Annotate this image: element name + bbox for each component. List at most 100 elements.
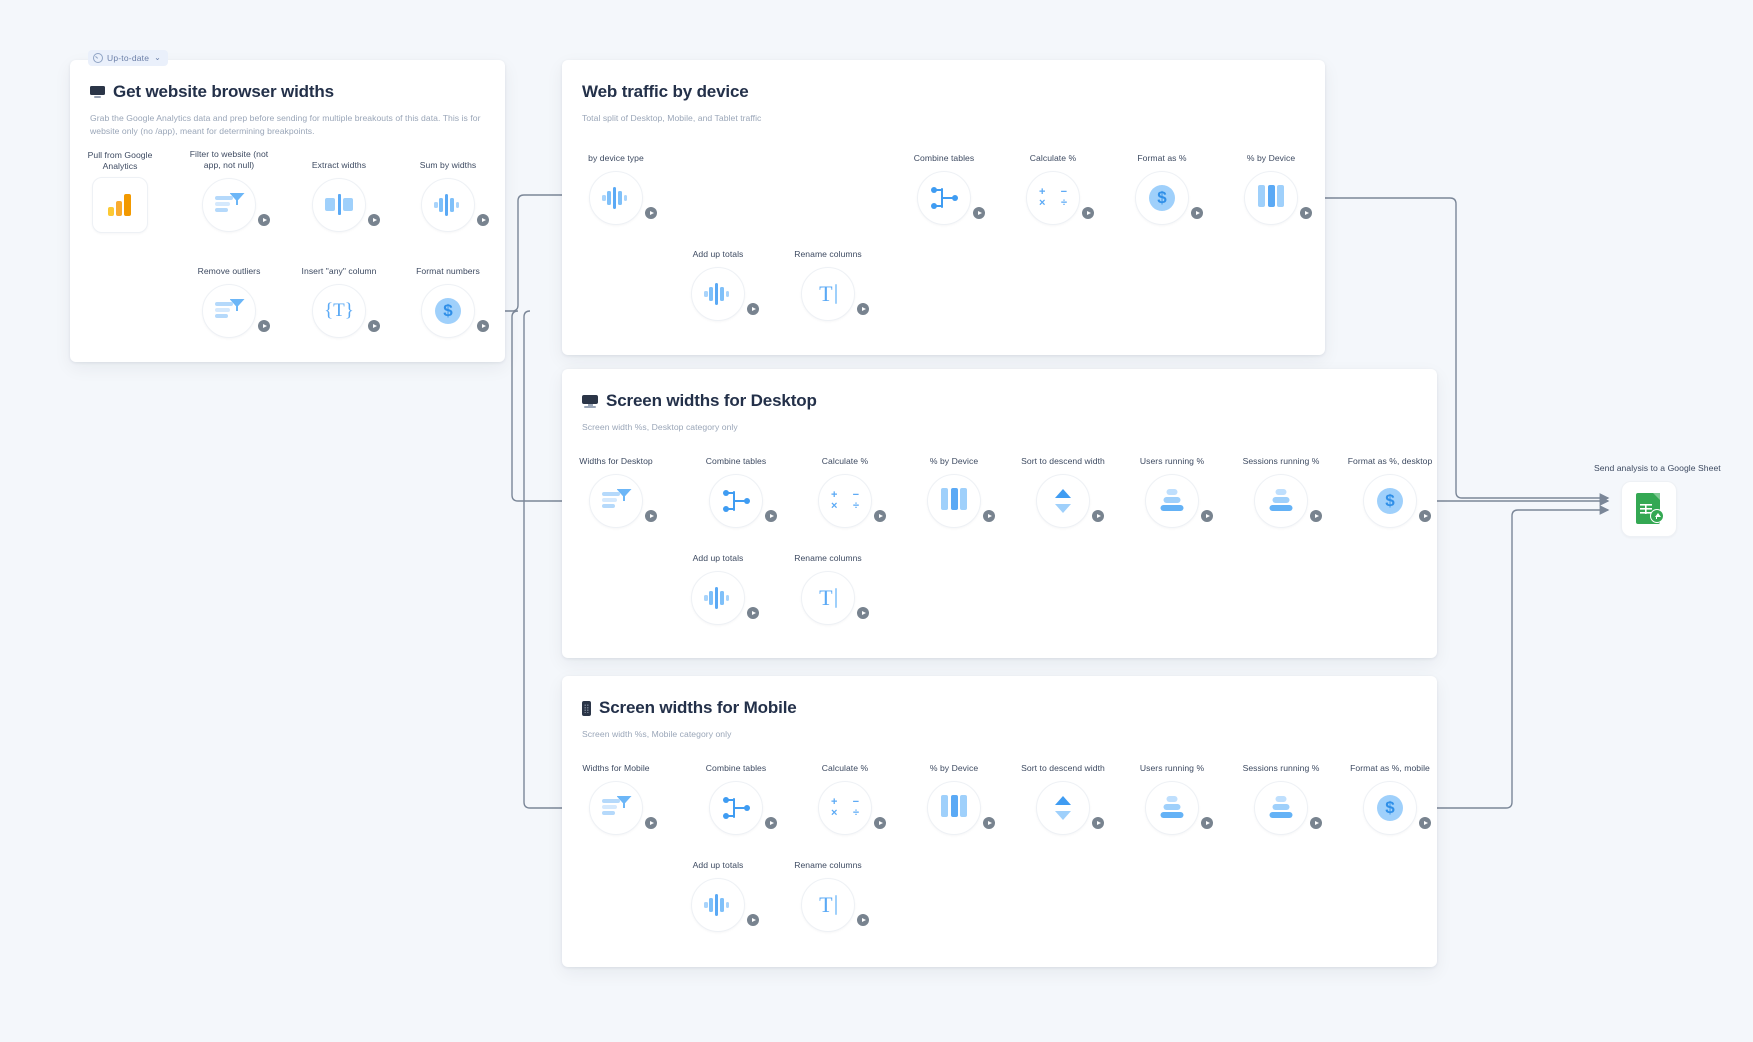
card-subtitle: Grab the Google Analytics data and prep … — [90, 113, 481, 137]
sort-descend-icon — [1052, 488, 1074, 514]
run-node-button[interactable] — [973, 207, 985, 219]
node-format-numbers[interactable]: Format numbers $ — [416, 266, 489, 338]
card-title-text: Screen widths for Desktop — [606, 391, 817, 410]
card-title-text: Web traffic by device — [582, 82, 749, 101]
bars-3-icon — [1256, 183, 1286, 213]
run-node-button[interactable] — [747, 607, 759, 619]
run-node-button[interactable] — [1092, 817, 1104, 829]
node-combine-tables[interactable]: Combine tables — [706, 456, 777, 528]
filter-icon — [601, 793, 631, 823]
run-node-button[interactable] — [645, 510, 657, 522]
node-send-analysis-to-google-sheet[interactable]: Send analysis to a Google Sheet — [1594, 463, 1721, 537]
node-calculate-percent[interactable]: Calculate % +−×÷ — [818, 456, 886, 528]
run-node-button[interactable] — [1092, 510, 1104, 522]
node-add-up-totals[interactable]: Add up totals — [691, 860, 759, 932]
run-node-button[interactable] — [857, 607, 869, 619]
run-node-button[interactable] — [765, 510, 777, 522]
node-extract-widths[interactable]: Extract widths — [312, 160, 380, 232]
node-filter-to-website[interactable]: Filter to website (not app, not null) — [190, 149, 270, 232]
run-node-button[interactable] — [1419, 510, 1431, 522]
run-node-button[interactable] — [1082, 207, 1094, 219]
node-percent-by-device[interactable]: % by Device — [1244, 153, 1312, 225]
run-node-button[interactable] — [368, 320, 380, 332]
node-label: Sort to descend width — [1021, 456, 1105, 467]
status-badge[interactable]: Up-to-date ⌄ — [88, 50, 169, 66]
run-node-button[interactable] — [857, 914, 869, 926]
stack-icon — [1157, 486, 1187, 516]
node-label: Format numbers — [416, 266, 480, 277]
card-subtitle: Total split of Desktop, Mobile, and Tabl… — [582, 113, 762, 123]
node-label: Rename columns — [794, 860, 862, 871]
card-title-text: Screen widths for Mobile — [599, 698, 797, 717]
run-node-button[interactable] — [368, 214, 380, 226]
node-format-as-percent-mobile[interactable]: Format as %, mobile $ — [1350, 763, 1431, 835]
node-combine-tables[interactable]: Combine tables — [914, 153, 985, 225]
node-by-device-type[interactable]: by device type — [588, 153, 657, 225]
monitor-icon — [90, 85, 105, 99]
node-sum-by-widths[interactable]: Sum by widths — [420, 160, 489, 232]
run-node-button[interactable] — [645, 817, 657, 829]
node-widths-for-desktop[interactable]: Widths for Desktop — [579, 456, 657, 528]
run-node-button[interactable] — [765, 817, 777, 829]
node-format-as-percent-desktop[interactable]: Format as %, desktop $ — [1348, 456, 1432, 528]
run-node-button[interactable] — [1191, 207, 1203, 219]
run-node-button[interactable] — [1419, 817, 1431, 829]
brace-t-icon: {T} — [324, 300, 354, 321]
dollar-coin-icon: $ — [1149, 185, 1175, 211]
run-node-button[interactable] — [1201, 510, 1213, 522]
node-sessions-running-percent[interactable]: Sessions running % — [1243, 456, 1322, 528]
node-percent-by-device[interactable]: % by Device — [927, 456, 995, 528]
node-label: Add up totals — [692, 553, 744, 564]
run-node-button[interactable] — [1310, 817, 1322, 829]
node-rename-columns[interactable]: Rename columns T — [794, 249, 869, 321]
run-node-button[interactable] — [258, 320, 270, 332]
run-node-button[interactable] — [477, 320, 489, 332]
google-analytics-icon — [107, 192, 133, 218]
run-node-button[interactable] — [857, 303, 869, 315]
node-rename-columns[interactable]: Rename columns T — [794, 860, 869, 932]
node-combine-tables[interactable]: Combine tables — [706, 763, 777, 835]
node-users-running-percent[interactable]: Users running % — [1140, 456, 1213, 528]
node-format-as-percent[interactable]: Format as % $ — [1135, 153, 1203, 225]
combine-tables-icon — [721, 488, 751, 514]
node-sort-to-descend-width[interactable]: Sort to descend width — [1021, 456, 1105, 528]
dollar-coin-icon: $ — [435, 298, 461, 324]
run-node-button[interactable] — [258, 214, 270, 226]
filter-icon — [601, 486, 631, 516]
node-insert-any-column[interactable]: Insert "any" column {T} — [302, 266, 380, 338]
run-node-button[interactable] — [477, 214, 489, 226]
run-node-button[interactable] — [1201, 817, 1213, 829]
sum-bars-icon — [703, 583, 733, 613]
node-label: Extract widths — [311, 160, 367, 171]
node-remove-outliers[interactable]: Remove outliers — [198, 266, 270, 338]
chevron-down-icon[interactable]: ⌄ — [154, 53, 162, 62]
node-rename-columns[interactable]: Rename columns T — [794, 553, 869, 625]
node-calculate-percent[interactable]: Calculate % +−×÷ — [1026, 153, 1094, 225]
node-percent-by-device[interactable]: % by Device — [927, 763, 995, 835]
run-node-button[interactable] — [747, 303, 759, 315]
run-node-button[interactable] — [747, 914, 759, 926]
node-calculate-percent[interactable]: Calculate % +−×÷ — [818, 763, 886, 835]
node-add-up-totals[interactable]: Add up totals — [691, 249, 759, 321]
node-label: % by Device — [929, 456, 979, 467]
card-subtitle: Screen width %s, Desktop category only — [582, 422, 738, 432]
node-widths-for-mobile[interactable]: Widths for Mobile — [582, 763, 657, 835]
run-node-button[interactable] — [874, 817, 886, 829]
run-node-button[interactable] — [874, 510, 886, 522]
node-sort-to-descend-width[interactable]: Sort to descend width — [1021, 763, 1105, 835]
node-pull-from-google-analytics[interactable]: Pull from Google Analytics — [88, 150, 152, 233]
node-label: Combine tables — [705, 763, 767, 774]
node-sessions-running-percent[interactable]: Sessions running % — [1243, 763, 1322, 835]
run-node-button[interactable] — [1310, 510, 1322, 522]
stack-icon — [1266, 793, 1296, 823]
status-badge-label: Up-to-date — [107, 53, 150, 63]
node-users-running-percent[interactable]: Users running % — [1140, 763, 1213, 835]
run-node-button[interactable] — [1300, 207, 1312, 219]
sum-bars-icon — [703, 890, 733, 920]
rename-columns-icon: T — [813, 583, 843, 613]
node-add-up-totals[interactable]: Add up totals — [691, 553, 759, 625]
run-node-button[interactable] — [645, 207, 657, 219]
run-node-button[interactable] — [983, 510, 995, 522]
run-node-button[interactable] — [983, 817, 995, 829]
